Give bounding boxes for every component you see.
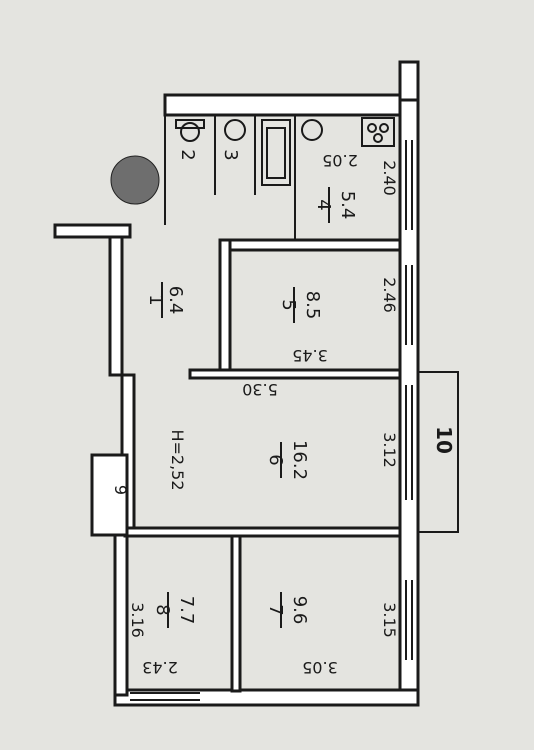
- room-5-number: 5: [278, 299, 299, 310]
- room-1-area: 6.4: [165, 286, 186, 315]
- windows: [130, 140, 413, 701]
- room-2-number: 2: [177, 149, 198, 160]
- dim-room6-w: 5.30: [242, 380, 278, 399]
- dim-room6-d: 3.12: [380, 432, 399, 468]
- dimension-labels: 2.05 2.40 2.46 3.45 5.30 3.12 3.15 3.05 …: [128, 151, 399, 677]
- ceiling-height-label: H=2,52: [168, 429, 187, 490]
- room-8-number: 8: [152, 604, 173, 615]
- dim-room8-w: 2.43: [142, 658, 178, 677]
- fraction-lines: [161, 187, 330, 628]
- stove-icon: [361, 117, 395, 147]
- room-9-number: 9: [111, 485, 130, 495]
- room-4-area: 5.4: [337, 191, 358, 220]
- dim-kitchen-d: 2.40: [380, 160, 399, 196]
- room-3-number: 3: [220, 149, 241, 160]
- room-6-number: 6: [265, 454, 286, 465]
- room-5-area: 8.5: [302, 291, 323, 320]
- room-8-area: 7.7: [176, 596, 197, 625]
- dim-room7-d: 3.15: [380, 602, 399, 638]
- room-4-number: 4: [313, 199, 334, 210]
- room-labels: 1 6.4 2 3 4 5.4 5 8.5 6 16.2 7 9.6 8 7.7: [111, 149, 456, 624]
- dim-room5-d: 2.46: [380, 277, 399, 313]
- ceiling-lamp-icon: [110, 155, 160, 205]
- toilet-icon: [175, 119, 205, 142]
- sink-icon: [224, 119, 323, 141]
- bathtub-icon: [261, 119, 291, 186]
- room-10-number: 10: [432, 426, 456, 454]
- dim-room8-d: 3.16: [128, 602, 147, 638]
- room-6-area: 16.2: [289, 440, 310, 480]
- balcony-outline: [417, 371, 459, 533]
- dim-room7-w: 3.05: [302, 658, 338, 677]
- room-1-number: 1: [145, 294, 166, 305]
- room-7-area: 9.6: [289, 596, 310, 625]
- dim-kitchen-w: 2.05: [322, 151, 358, 170]
- room-7-number: 7: [265, 604, 286, 615]
- interior-walls: [90, 115, 402, 693]
- dim-room5-w: 3.45: [292, 346, 328, 365]
